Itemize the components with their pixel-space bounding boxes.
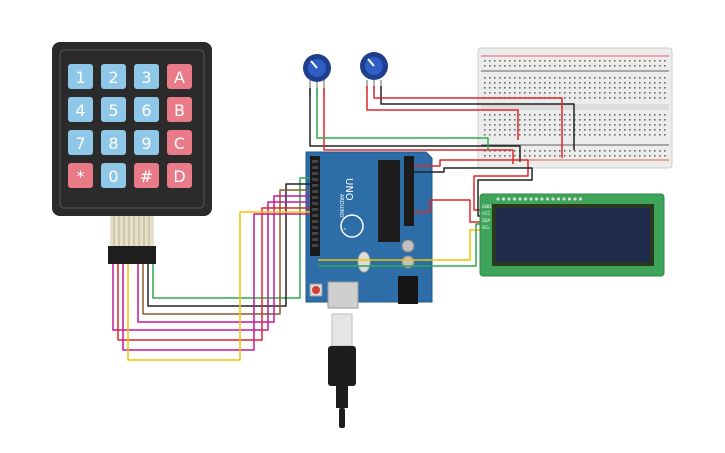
keypad-key-label: 2: [108, 68, 118, 87]
uno-label: UNO: [343, 178, 354, 201]
keypad-key-label: B: [174, 101, 185, 120]
keypad-key-C[interactable]: C: [167, 130, 192, 155]
lcd-pin-scl: SCL: [482, 225, 490, 230]
keypad-key-label: 8: [108, 134, 118, 153]
lcd-16x2[interactable]: GND VCC SDA SCL: [479, 193, 665, 277]
keypad-key-6[interactable]: 6: [134, 97, 159, 122]
keypad-key-label: 5: [108, 101, 118, 120]
keypad-key-*[interactable]: *: [68, 163, 93, 188]
keypad-key-label: C: [174, 134, 185, 153]
power-jack: [398, 276, 418, 304]
keypad-key-label: #: [140, 167, 153, 186]
keypad-key-3[interactable]: 3: [134, 64, 159, 89]
breadboard[interactable]: [477, 47, 673, 169]
keypad-key-label: A: [174, 68, 185, 87]
arduino-logo-text: ∞: [343, 226, 346, 231]
potentiometer-right[interactable]: [360, 52, 388, 90]
lcd-screen: [496, 208, 650, 262]
keypad-key-label: 0: [108, 167, 118, 186]
keypad-key-A[interactable]: A: [167, 64, 192, 89]
wire-group-keypad: [112, 177, 310, 361]
lcd-pin-sda: SDA: [482, 218, 491, 223]
lcd-pin-vcc: VCC: [482, 211, 491, 216]
keypad-key-0[interactable]: 0: [101, 163, 126, 188]
keypad-key-label: 7: [75, 134, 85, 153]
keypad-connector: [108, 246, 156, 264]
usb-port: [327, 281, 359, 309]
brand-label: ARDUINO: [338, 194, 344, 218]
atmega-chip: [378, 160, 400, 242]
keypad-key-label: 3: [141, 68, 151, 87]
keypad-key-label: 6: [141, 101, 151, 120]
keypad-4x4[interactable]: 1 2 3 A 4 5 6 B 7 8 9 C * 0 # D: [52, 42, 212, 264]
keypad-key-label: 4: [75, 101, 85, 120]
keypad-key-B[interactable]: B: [167, 97, 192, 122]
arduino-logo-icon: [340, 214, 364, 238]
keypad-key-label: D: [173, 167, 185, 186]
keypad-key-#[interactable]: #: [134, 163, 159, 188]
arduino-uno-board[interactable]: ∞ UNO ARDUINO: [305, 151, 433, 309]
keypad-key-9[interactable]: 9: [134, 130, 159, 155]
keypad-key-8[interactable]: 8: [101, 130, 126, 155]
keypad-key-label: 1: [75, 68, 85, 87]
usb-cable: [328, 313, 356, 428]
keypad-key-4[interactable]: 4: [68, 97, 93, 122]
wire-group-lcd: [318, 159, 533, 267]
keypad-key-label: 9: [141, 134, 151, 153]
keypad-key-1[interactable]: 1: [68, 64, 93, 89]
keypad-key-D[interactable]: D: [167, 163, 192, 188]
keypad-key-5[interactable]: 5: [101, 97, 126, 122]
lcd-pin-gnd: GND: [482, 204, 491, 209]
wire-group-top: [309, 86, 575, 164]
keypad-key-label: *: [77, 167, 85, 186]
keypad-key-2[interactable]: 2: [101, 64, 126, 89]
keypad-key-7[interactable]: 7: [68, 130, 93, 155]
